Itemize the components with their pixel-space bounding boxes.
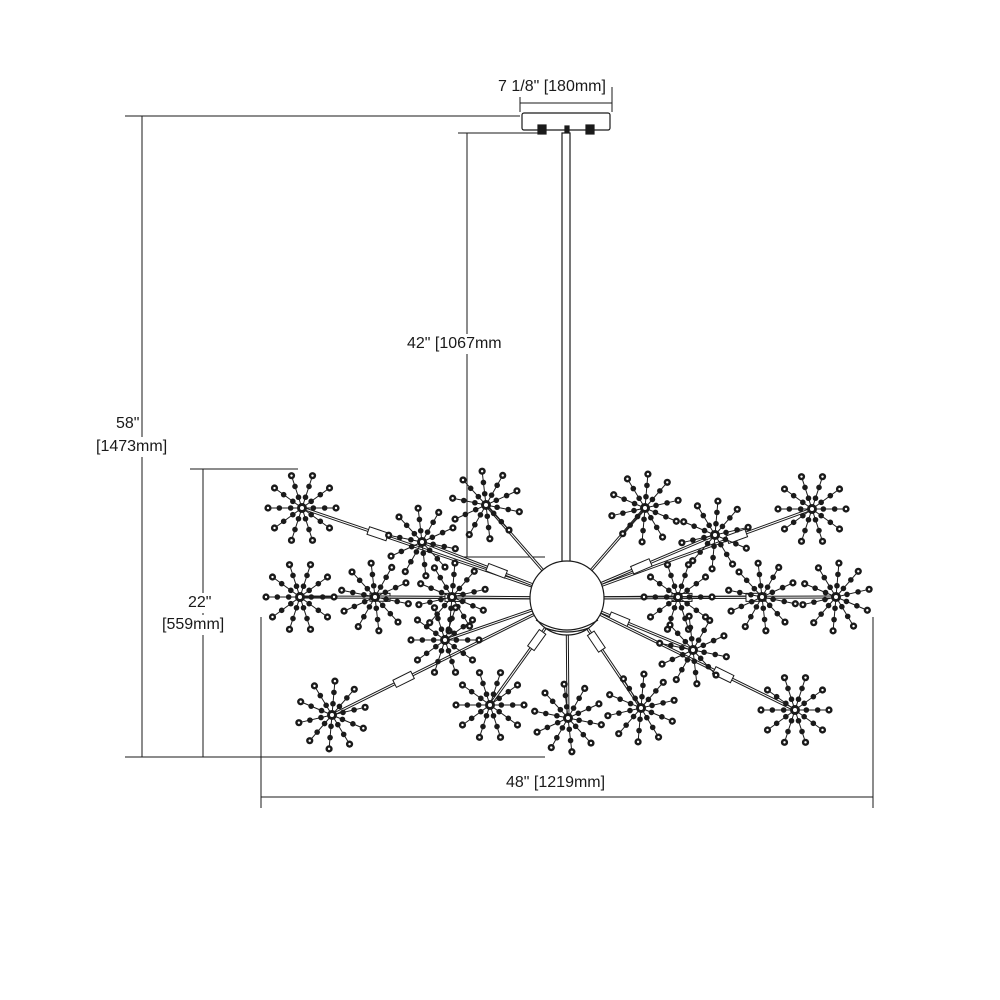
chandelier-fixture [262, 112, 873, 756]
overall-height-label-line1: 58" [114, 414, 142, 434]
starburst [604, 670, 678, 746]
starburst [774, 473, 850, 545]
starburst [449, 467, 523, 543]
arms [299, 504, 837, 719]
starburst [757, 674, 833, 746]
body-height-label-line2: [559mm] [160, 615, 227, 635]
starburst [531, 680, 605, 756]
starburst [264, 472, 340, 544]
starburst [678, 497, 752, 573]
overall-width-label: 48" [1219mm] [504, 773, 608, 793]
center-globe [529, 560, 605, 636]
canopy-width-label: 7 1/8" [180mm] [496, 77, 608, 97]
overall-height-label-line2: [1473mm] [94, 437, 170, 457]
starburst [452, 669, 528, 741]
starburst [640, 561, 716, 633]
starburst [415, 559, 489, 635]
body-height-label-line1: 22" [186, 593, 214, 613]
starburst [295, 677, 369, 753]
starburst [338, 559, 412, 635]
starburst [608, 470, 682, 546]
starburst [799, 559, 873, 635]
starburst [725, 559, 799, 635]
down-rod [561, 132, 571, 566]
crystal-starbursts [262, 467, 873, 756]
starburst [407, 604, 483, 676]
starburst [385, 504, 459, 580]
canopy [521, 112, 611, 135]
starburst [656, 612, 730, 688]
rod-length-label: 42" [1067mm [405, 334, 504, 354]
starburst [262, 561, 338, 633]
dimension-lines [125, 87, 874, 808]
